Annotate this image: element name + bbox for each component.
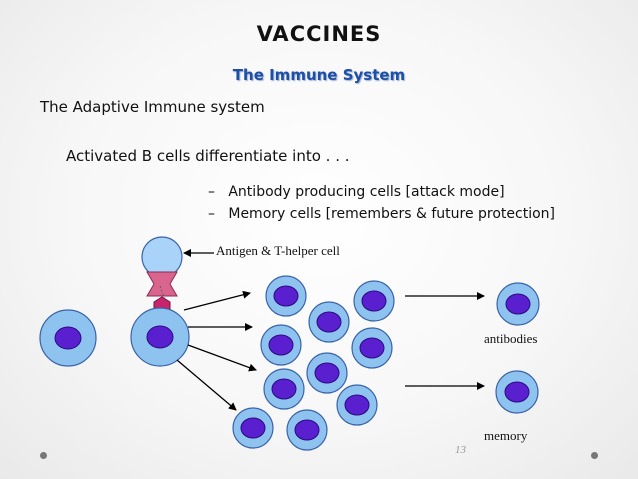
daughter-cell (353, 280, 395, 322)
decorative-dot (40, 452, 47, 459)
daughter-cell (351, 327, 393, 369)
receptor-shape (146, 271, 178, 297)
bullet-marker: – (208, 206, 215, 222)
slide-title: VACCINES (256, 22, 382, 46)
nucleus (504, 381, 530, 403)
daughter-cell (306, 352, 348, 394)
daughter-cell (260, 324, 302, 366)
daughter-cell (265, 275, 307, 317)
bullet-marker: – (208, 184, 215, 200)
bullet-text: Memory cells [remembers & future protect… (228, 206, 556, 222)
bullet-text: Antibody producing cells [attack mode] (228, 184, 505, 200)
binding-line (159, 285, 166, 301)
nucleus (54, 326, 82, 350)
bullet-memory-cells: – Memory cells [remembers & future prote… (208, 206, 555, 222)
memory-label: memory (484, 428, 528, 443)
decorative-dot (591, 452, 598, 459)
daughter-cell (336, 384, 378, 426)
page-number: 13 (455, 444, 466, 456)
antibodies-label: antibodies (484, 331, 538, 346)
daughter-cell (263, 368, 305, 410)
intro-text: Activated B cells differentiate into . .… (66, 147, 350, 165)
t-helper-cell (141, 236, 183, 278)
differentiation-arrow (176, 359, 237, 411)
antigen-helper-label: Antigen & T-helper cell (216, 243, 340, 258)
slide-subtitle: The Immune System (232, 66, 406, 84)
daughter-cell (308, 301, 350, 343)
differentiation-arrow (187, 344, 257, 372)
nucleus (146, 325, 174, 349)
differentiation-arrow (183, 290, 251, 311)
bullet-antibody-cells: – Antibody producing cells [attack mode] (208, 184, 505, 200)
daughter-cell (232, 407, 274, 449)
daughter-cell (286, 409, 328, 451)
nucleus (505, 293, 531, 315)
section-heading: The Adaptive Immune system (40, 98, 265, 116)
